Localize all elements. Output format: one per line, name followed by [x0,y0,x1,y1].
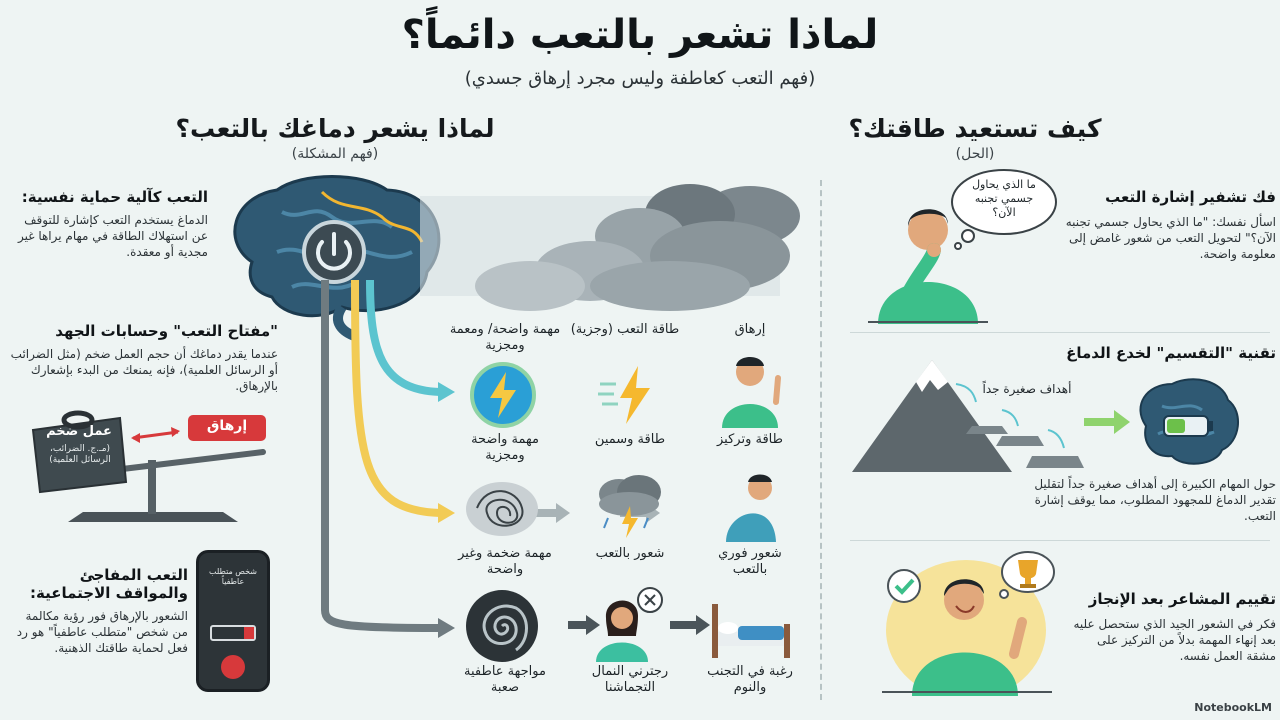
left-block-protection: التعب كآلية حماية نفسية: الدماغ يستخدم ا… [8,188,208,261]
tired-person-icon [718,470,788,542]
brain-graphic [233,175,441,342]
trophy-thought-icon [996,548,1056,602]
storm-clouds-illustration [420,176,810,316]
right-block-decode: فك تشفير إشارة التعب اسأل نفسك: "ما الذي… [1060,188,1276,263]
right-block-chunking-body: حول المهام الكبيرة إلى أهداف صغيرة جداً … [1034,477,1276,524]
mountain-steps-illustration [852,360,1092,474]
heavy-work-note: (مـ.ج. الضرائب، الرسائل العلمية) [49,444,111,465]
left-section-subtitle: (فهم المشكلة) [291,146,379,162]
brain-illustration [222,172,452,342]
low-battery-icon [210,625,256,641]
flow-arrows-graphic [321,279,710,638]
worried-woman-icon [592,586,672,662]
left-block-social: التعب المفاجئ والمواقف الاجتماعية: الشعو… [8,566,188,657]
block-title: التعب المفاجئ والمواقف الاجتماعية: [29,566,188,602]
scale-graphic [31,410,266,522]
block-body: اسأل نفسك: "ما الذي يحاول جسمي تجنبه الآ… [1065,215,1276,262]
flow-row1-cap3: طاقة وتركيز [717,432,783,447]
page-title: لماذا تشعر بالتعب دائماً؟ [401,12,879,58]
flow-header-fatigue-energy: طاقة التعب (وجزية) [570,322,680,337]
exhaustion-tag: إرهاق [206,418,248,434]
spiral-vortex-icon [466,590,538,662]
tangled-scribble-icon [462,478,542,540]
block-title: التعب كآلية حماية نفسية: [21,188,208,206]
page-subtitle: (فهم التعب كعاطفة وليس مجرد إرهاق جسدي) [464,68,816,89]
flow-row1-cap2: طاقة وسمين [594,432,666,447]
energy-bolt-icon [598,364,662,426]
flow-row2-cap3: شعور فوري بالتعب [718,546,782,578]
clouds-graphic [420,184,800,311]
flow-row1-cap1: مهمة واضحة ومجزية [471,432,539,464]
right-divider-1 [850,332,1270,333]
watermark: NotebookLM [1194,701,1272,714]
right-block-chunking-title: تقنية "التقسيم" لخدع الدماغ [1040,344,1276,362]
lightning-circle-icon [470,362,536,428]
phone-caller-label: شخص متطلب عاطفياً [209,567,257,587]
block-title: تقنية "التقسيم" لخدع الدماغ [1066,344,1276,362]
flow-row3-cap3: رغبة في التجنب والنوم [707,664,793,696]
heavy-work-label: عمل ضخم [46,424,112,439]
right-section-title: كيف تستعيد طاقتك؟ [848,114,1102,143]
effort-scale-illustration: عمل ضخم (مـ.ج. الضرائب، الرسائل العلمية)… [28,400,278,530]
block-body: الدماغ يستخدم التعب كإشارة للتوقف عن است… [17,213,208,260]
block-body: فكر في الشعور الجيد الذي ستحصل عليه بعد … [1073,617,1276,664]
flow-row2-cap1: مهمة ضخمة وغير واضحة [458,546,552,578]
right-block-evaluate: تقييم المشاعر بعد الإنجاز فكر في الشعور … [1064,590,1276,665]
storm-cloud-icon [594,472,664,540]
block-title: تقييم المشاعر بعد الإنجاز [1088,590,1276,608]
flow-header-clear-task: مهمة واضحة/ ومعمة ومجزية [449,322,561,354]
block-title: "مفتاح التعب" وحسابات الجهد [55,322,278,340]
flow-header-exhaustion: إرهاق [734,322,766,337]
phone-illustration: شخص متطلب عاطفياً [196,550,270,692]
block-body: عندما يقدر دماغك أن حجم العمل ضخم (مثل ا… [10,347,278,394]
thought-bubble-text: ما الذي يحاول جسمي تجنبه الآن؟ [972,178,1036,219]
flow-arrows [300,279,780,640]
block-body: الشعور بالإرهاق فور رؤية مكالمة من شخص "… [16,609,188,656]
brain-battery-icon [1132,376,1244,470]
right-section-subtitle: (الحل) [955,146,995,162]
green-arrow-icon [1084,410,1130,434]
right-divider-2 [850,540,1270,541]
flow-row2-cap2: شعور بالتعب [595,546,665,561]
block-title: فك تشفير إشارة التعب [1105,188,1276,206]
goals-label: أهداف صغيرة جداً [982,382,1072,396]
left-section-title: لماذا يشعر دماغك بالتعب؟ [175,114,495,143]
left-block-effort: "مفتاح التعب" وحسابات الجهد عندما يقدر د… [8,322,278,395]
flow-row3-cap2: رجترني النمال التجماشنا [591,664,669,696]
thinking-man-illustration [868,194,988,324]
flow-row3-cap1: مواجهة عاطفية صعبة [464,664,546,696]
focused-person-icon [716,352,786,428]
section-divider [820,180,822,700]
decline-call-icon [221,655,245,679]
thought-bubble: ما الذي يحاول جسمي تجنبه الآن؟ [948,166,1058,250]
bed-icon [708,598,794,660]
